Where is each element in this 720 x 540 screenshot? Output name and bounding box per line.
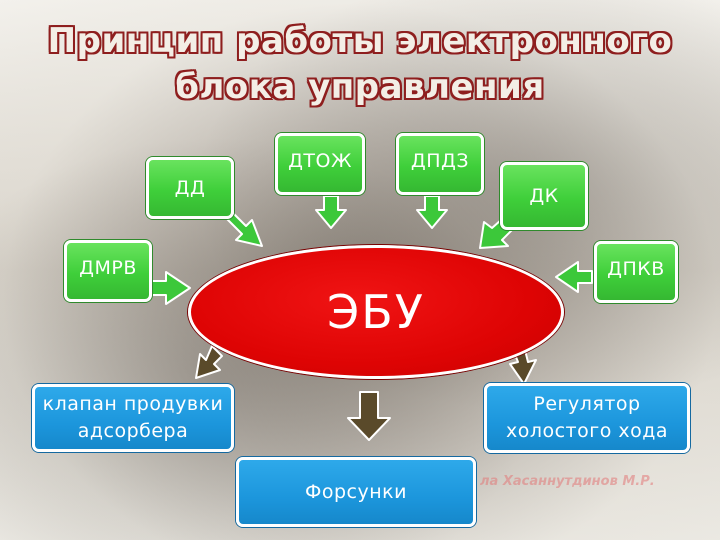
arrow-dpkv-to-ecu xyxy=(555,261,593,293)
sensor-dk-label: ДК xyxy=(529,185,559,207)
sensor-dd-label: ДД xyxy=(174,177,206,199)
author-watermark: ла Хасаннутдинов М.Р. xyxy=(480,474,655,489)
actuator-injectors: Форсунки xyxy=(236,457,476,527)
sensor-dpdz: ДПДЗ xyxy=(396,133,484,195)
actuator-idle-regulator-label: Регулятор холостого хода xyxy=(505,393,669,442)
sensor-dpkv-label: ДПКВ xyxy=(607,258,665,280)
sensor-dpkv: ДПКВ xyxy=(594,241,678,303)
arrow-ecu-to-purge-valve xyxy=(195,345,223,379)
arrow-dtozh-to-ecu xyxy=(315,195,347,229)
sensor-dmrv-label: ДМРВ xyxy=(79,257,137,279)
arrow-dd-to-ecu xyxy=(223,207,263,247)
ecu-label: ЭБУ xyxy=(327,285,425,339)
title-line-1: Принцип работы электронного xyxy=(47,21,673,61)
actuator-idle-regulator: Регулятор холостого хода xyxy=(484,383,690,453)
ecu-ellipse: ЭБУ xyxy=(188,245,564,379)
arrow-ecu-to-injectors xyxy=(347,391,391,441)
actuator-injectors-label: Форсунки xyxy=(305,480,407,503)
sensor-dtozh-label: ДТОЖ xyxy=(288,150,352,172)
sensor-dtozh: ДТОЖ xyxy=(275,133,365,195)
sensor-dk: ДК xyxy=(500,162,588,230)
arrow-dpdz-to-ecu xyxy=(416,195,448,229)
sensor-dmrv: ДМРВ xyxy=(64,240,152,302)
title-line-2: блока управления xyxy=(175,67,545,107)
actuator-purge-valve-label: клапан продувки адсорбера xyxy=(42,393,224,442)
sensor-dd: ДД xyxy=(146,157,234,219)
arrow-dmrv-to-ecu xyxy=(149,271,191,305)
actuator-purge-valve: клапан продувки адсорбера xyxy=(32,384,234,452)
sensor-dpdz-label: ДПДЗ xyxy=(410,150,470,172)
